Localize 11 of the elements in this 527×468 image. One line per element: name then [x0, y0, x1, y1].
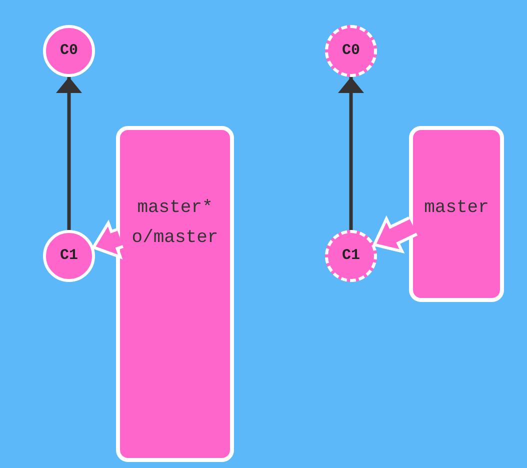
commit-label: C0: [60, 42, 78, 60]
parent-arrow: [338, 77, 364, 230]
branch-box: [116, 126, 234, 462]
branch-name: master: [424, 197, 489, 220]
branch-box: [409, 126, 504, 302]
branch-name: o/master: [132, 227, 218, 250]
commit-label: C1: [60, 247, 78, 265]
parent-arrow: [56, 77, 82, 230]
commit-label: C0: [342, 42, 360, 60]
branch-name: master*: [137, 197, 213, 220]
commit-label: C1: [342, 247, 360, 265]
